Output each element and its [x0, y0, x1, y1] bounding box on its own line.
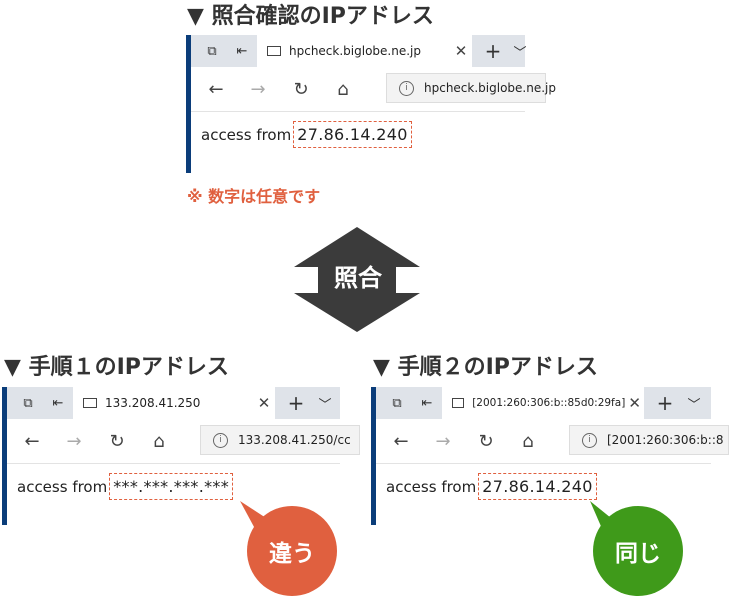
top-browser: ⧉ ⇤ hpcheck.biglobe.ne.jp ✕ + ﹀ ← → ↻ ⌂ …	[186, 35, 556, 173]
set-aside-icon[interactable]: ⇤	[421, 395, 433, 411]
page-icon	[83, 398, 97, 408]
refresh-icon[interactable]: ↻	[478, 430, 494, 452]
step1-heading: ▼ 手順１のIPアドレス	[4, 355, 229, 380]
plus-icon[interactable]: +	[484, 39, 502, 63]
plus-icon[interactable]: +	[656, 391, 674, 415]
address-text: [2001:260:306:b::8	[607, 433, 724, 447]
tab-title: 133.208.41.250	[105, 396, 201, 410]
tab-title: hpcheck.biglobe.ne.jp	[289, 44, 421, 58]
info-icon[interactable]: i	[213, 432, 228, 448]
page-content: access from 27.86.14.240	[201, 121, 412, 148]
address-text: 133.208.41.250/cc	[238, 433, 351, 447]
browser-tab[interactable]: [2001:260:306:b::85d0:29fa] ✕	[442, 387, 644, 419]
tab-actions-icon[interactable]: ⧉	[392, 395, 402, 411]
divider	[376, 463, 711, 464]
tab-bar: ⧉ ⇤ 133.208.41.250 ✕ + ﹀	[7, 387, 340, 419]
nav-row: ← → ↻ ⌂ i [2001:260:306:b::8	[376, 419, 729, 463]
back-arrow-icon[interactable]: ←	[393, 430, 409, 452]
compare-arrow-shape	[294, 227, 420, 332]
tab-bar: ⧉ ⇤ hpcheck.biglobe.ne.jp ✕ + ﹀	[191, 35, 527, 67]
page-icon	[267, 46, 281, 56]
close-icon[interactable]: ✕	[454, 42, 468, 60]
tab-title: [2001:260:306:b::85d0:29fa]	[472, 397, 626, 409]
set-aside-icon[interactable]: ⇤	[236, 43, 248, 59]
chevron-down-icon[interactable]: ﹀	[513, 45, 527, 61]
info-icon[interactable]: i	[582, 432, 597, 448]
forward-arrow-icon[interactable]: →	[435, 430, 451, 452]
page-content: access from ***.***.***.***	[17, 473, 233, 500]
forward-arrow-icon[interactable]: →	[250, 78, 266, 100]
nav-row: ← → ↻ ⌂ i 133.208.41.250/cc	[7, 419, 360, 463]
close-icon[interactable]: ✕	[257, 394, 271, 412]
same-badge: 同じ	[593, 506, 683, 596]
plus-icon[interactable]: +	[287, 391, 305, 415]
ip-address: ***.***.***.***	[109, 473, 233, 500]
divider	[7, 463, 340, 464]
back-arrow-icon[interactable]: ←	[208, 78, 224, 100]
home-icon[interactable]: ⌂	[153, 430, 165, 452]
chevron-down-icon[interactable]: ﹀	[687, 397, 701, 413]
nav-row: ← → ↻ ⌂ i hpcheck.biglobe.ne.jp	[191, 67, 556, 111]
note-text: ※ 数字は任意です	[187, 187, 321, 206]
address-bar[interactable]: i 133.208.41.250/cc	[200, 425, 360, 455]
address-bar[interactable]: i hpcheck.biglobe.ne.jp	[386, 73, 556, 103]
forward-arrow-icon[interactable]: →	[66, 430, 82, 452]
tab-actions-icon[interactable]: ⧉	[207, 43, 217, 59]
home-icon[interactable]: ⌂	[337, 78, 349, 100]
ip-address: 27.86.14.240	[293, 121, 412, 148]
set-aside-icon[interactable]: ⇤	[52, 395, 64, 411]
back-arrow-icon[interactable]: ←	[24, 430, 40, 452]
address-bar[interactable]: i [2001:260:306:b::8	[569, 425, 729, 455]
tab-actions-icon[interactable]: ⧉	[23, 395, 33, 411]
access-label: access from	[386, 477, 477, 496]
access-label: access from	[201, 125, 292, 144]
refresh-icon[interactable]: ↻	[109, 430, 125, 452]
browser-tab[interactable]: hpcheck.biglobe.ne.jp ✕	[257, 35, 472, 67]
home-icon[interactable]: ⌂	[522, 430, 534, 452]
info-icon[interactable]: i	[399, 80, 414, 96]
browser-tab[interactable]: 133.208.41.250 ✕	[73, 387, 275, 419]
chevron-down-icon[interactable]: ﹀	[318, 397, 332, 413]
divider	[191, 111, 525, 112]
access-label: access from	[17, 477, 108, 496]
different-badge: 違う	[247, 506, 337, 596]
tab-bar: ⧉ ⇤ [2001:260:306:b::85d0:29fa] ✕ + ﹀	[376, 387, 711, 419]
top-heading: ▼ 照合確認のIPアドレス	[187, 4, 434, 29]
page-content: access from 27.86.14.240	[386, 473, 597, 500]
compare-label: 照合	[334, 264, 382, 292]
step2-browser: ⧉ ⇤ [2001:260:306:b::85d0:29fa] ✕ + ﹀ ← …	[371, 387, 729, 525]
step2-heading: ▼ 手順２のIPアドレス	[373, 355, 598, 380]
page-icon	[452, 398, 465, 408]
close-icon[interactable]: ✕	[628, 394, 641, 412]
step1-browser: ⧉ ⇤ 133.208.41.250 ✕ + ﹀ ← → ↻ ⌂ i 133.2…	[2, 387, 360, 525]
refresh-icon[interactable]: ↻	[293, 78, 309, 100]
address-text: hpcheck.biglobe.ne.jp	[424, 81, 556, 95]
ip-address: 27.86.14.240	[478, 473, 597, 500]
